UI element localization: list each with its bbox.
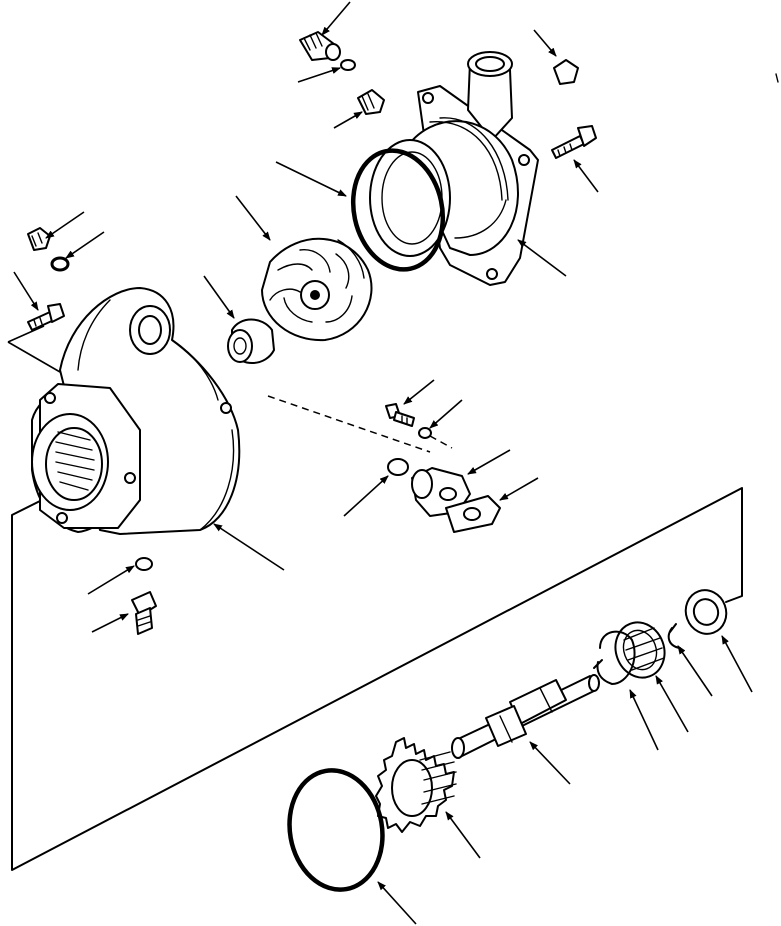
leader-lines	[7, 1, 753, 925]
large-o-ring	[287, 768, 385, 892]
washer-upper-left	[50, 256, 70, 272]
seal-ring-large	[684, 589, 728, 635]
pump-cover-housing	[369, 51, 539, 286]
pump-seal	[227, 318, 275, 364]
bolt-left	[27, 303, 65, 331]
bolt-upper-left	[27, 227, 51, 251]
drain-plug	[131, 591, 157, 635]
drain-washer	[135, 557, 153, 571]
circlip	[593, 630, 636, 685]
pump-shaft	[451, 674, 600, 759]
cover-bolt	[551, 125, 597, 159]
o-ring-small-top	[340, 59, 356, 71]
cover-o-ring	[350, 148, 446, 272]
seal-spring	[614, 621, 666, 679]
shaft-group-outline	[11, 487, 743, 871]
margin-tick	[775, 73, 779, 83]
elbow-fitting	[299, 31, 341, 61]
assembly-dash-1	[267, 395, 431, 453]
assembly-dash-2	[429, 435, 453, 449]
o-ring-mid	[387, 458, 409, 476]
small-bolt-mid	[385, 403, 415, 427]
bypass-connector	[411, 467, 471, 517]
impeller	[261, 238, 373, 342]
connector-gasket	[445, 495, 501, 533]
snap-ring	[667, 623, 681, 649]
plug-right	[553, 59, 579, 85]
washer-mid	[418, 427, 432, 439]
drive-gear	[375, 737, 457, 833]
plug-top	[357, 89, 385, 115]
pump-body	[31, 287, 241, 535]
